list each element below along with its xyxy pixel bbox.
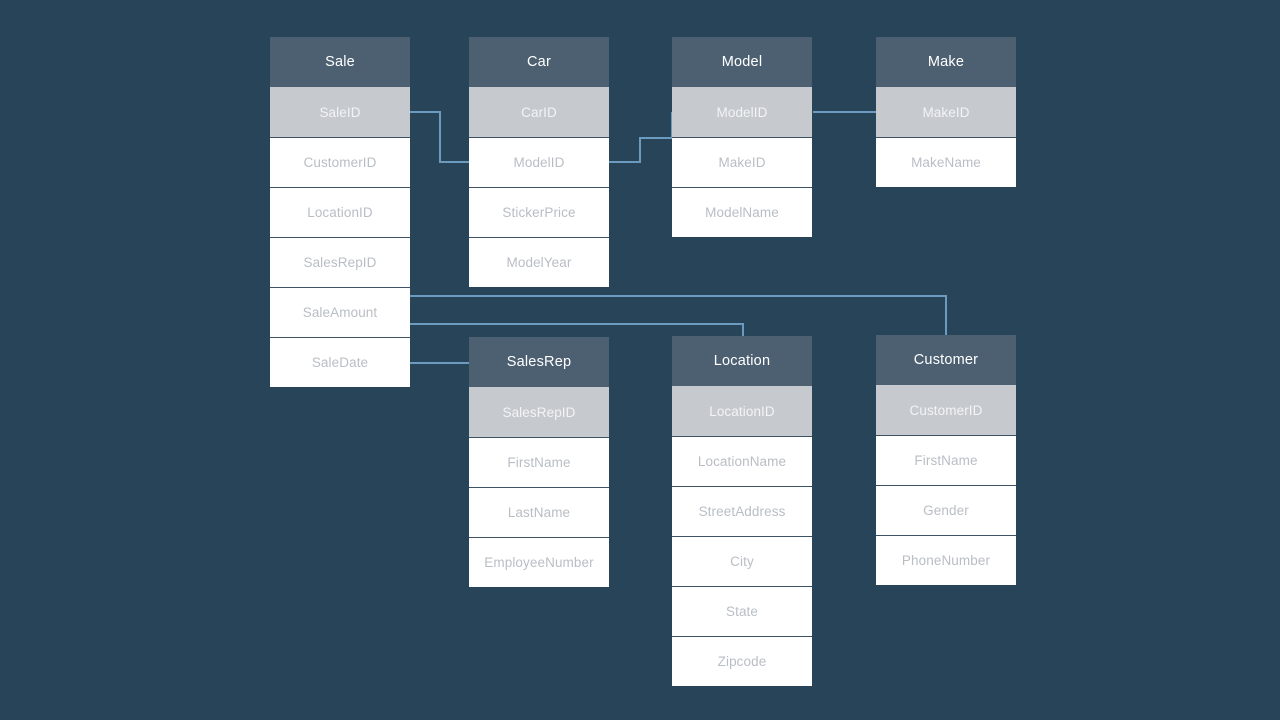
primary-key-row-location-0[interactable]: LocationID	[672, 386, 812, 436]
entity-title-car: Car	[469, 37, 609, 87]
attribute-row-car-1[interactable]: ModelID	[469, 137, 609, 187]
attribute-row-model-2[interactable]: ModelName	[672, 187, 812, 237]
attribute-row-sale-5[interactable]: SaleDate	[270, 337, 410, 387]
entity-title-salesrep: SalesRep	[469, 337, 609, 387]
entity-title-sale: Sale	[270, 37, 410, 87]
attribute-row-make-1[interactable]: MakeName	[876, 137, 1016, 187]
attribute-row-customer-1[interactable]: FirstName	[876, 435, 1016, 485]
attribute-row-model-1[interactable]: MakeID	[672, 137, 812, 187]
relationship-line-sale-car	[410, 111, 469, 163]
entity-title-model: Model	[672, 37, 812, 87]
attribute-row-salesrep-1[interactable]: FirstName	[469, 437, 609, 487]
primary-key-row-make-0[interactable]: MakeID	[876, 87, 1016, 137]
attribute-row-sale-3[interactable]: SalesRepID	[270, 237, 410, 287]
attribute-row-salesrep-3[interactable]: EmployeeNumber	[469, 537, 609, 587]
relationship-line-car-model	[609, 112, 673, 163]
entity-title-location: Location	[672, 336, 812, 386]
primary-key-row-car-0[interactable]: CarID	[469, 87, 609, 137]
attribute-row-sale-4[interactable]: SaleAmount	[270, 287, 410, 337]
attribute-row-car-2[interactable]: StickerPrice	[469, 187, 609, 237]
attribute-row-location-4[interactable]: State	[672, 586, 812, 636]
relationship-line-sale-customer	[410, 295, 947, 335]
attribute-row-car-3[interactable]: ModelYear	[469, 237, 609, 287]
attribute-row-location-5[interactable]: Zipcode	[672, 636, 812, 686]
relationship-line-sale-location	[410, 323, 744, 336]
attribute-row-location-3[interactable]: City	[672, 536, 812, 586]
attribute-row-sale-2[interactable]: LocationID	[270, 187, 410, 237]
entity-title-make: Make	[876, 37, 1016, 87]
attribute-row-customer-3[interactable]: PhoneNumber	[876, 535, 1016, 585]
entity-title-customer: Customer	[876, 335, 1016, 385]
attribute-row-sale-1[interactable]: CustomerID	[270, 137, 410, 187]
primary-key-row-model-0[interactable]: ModelID	[672, 87, 812, 137]
attribute-row-location-2[interactable]: StreetAddress	[672, 486, 812, 536]
primary-key-row-customer-0[interactable]: CustomerID	[876, 385, 1016, 435]
attribute-row-location-1[interactable]: LocationName	[672, 436, 812, 486]
primary-key-row-sale-0[interactable]: SaleID	[270, 87, 410, 137]
attribute-row-salesrep-2[interactable]: LastName	[469, 487, 609, 537]
primary-key-row-salesrep-0[interactable]: SalesRepID	[469, 387, 609, 437]
attribute-row-customer-2[interactable]: Gender	[876, 485, 1016, 535]
